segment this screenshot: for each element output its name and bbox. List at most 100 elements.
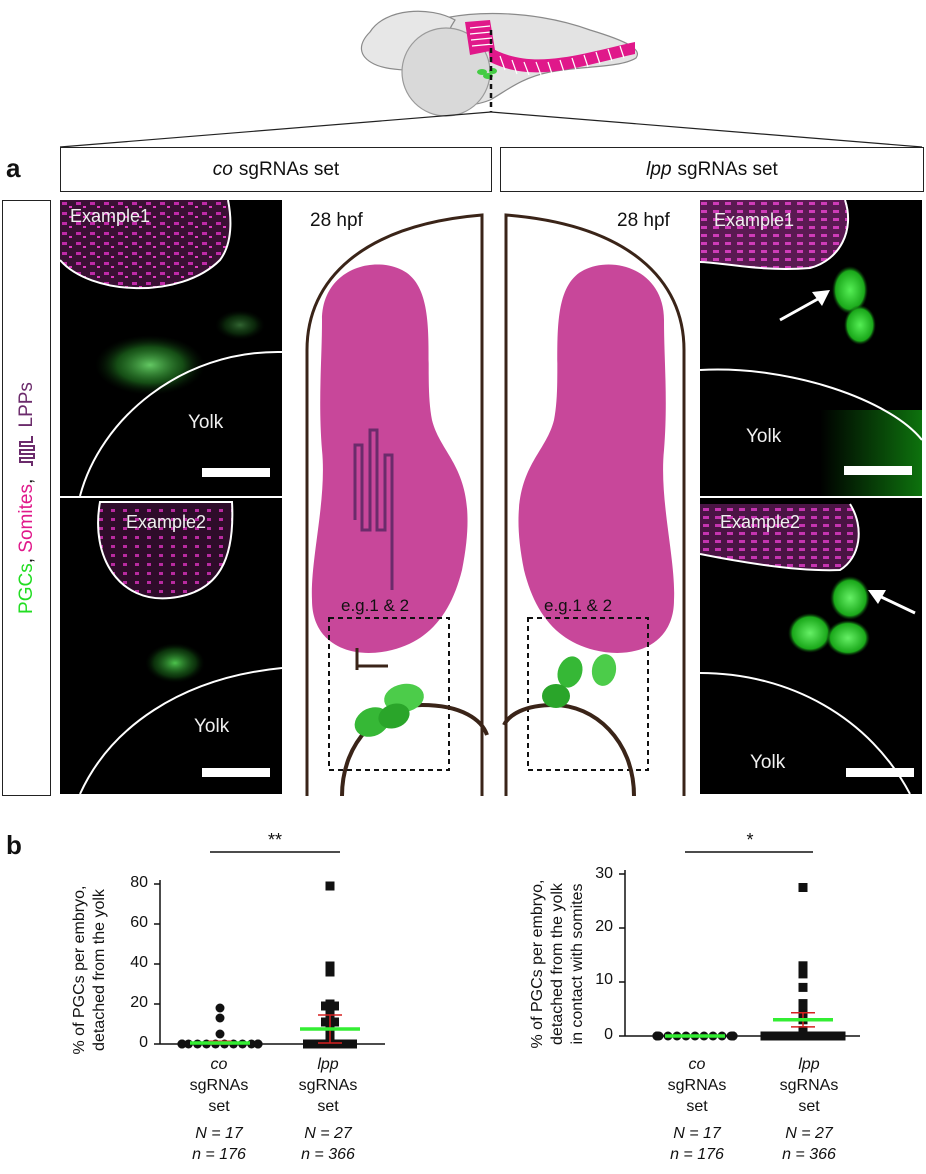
co-section-schematic xyxy=(305,213,489,796)
data-point xyxy=(785,1031,794,1041)
co-hpf-label: 28 hpf xyxy=(310,210,363,231)
scale-bar xyxy=(202,468,270,477)
data-point xyxy=(798,961,808,971)
co-set-header: co sgRNAs set xyxy=(60,147,492,192)
data-point xyxy=(325,1003,335,1013)
co-eg-label: e.g.1 & 2 xyxy=(341,596,410,615)
chart1-lpp-line2: sgRNAs xyxy=(298,1077,358,1094)
data-point xyxy=(348,1039,357,1049)
scale-bar xyxy=(844,466,912,475)
chart2-lpp-N: N = 27 xyxy=(785,1125,833,1142)
lpp-set-header: lpp sgRNAs set xyxy=(500,147,924,192)
lpp-example1-micrograph: Example1 Yolk xyxy=(700,200,922,496)
data-point xyxy=(812,1031,821,1041)
chart1-lpp-label: lpp sgRNAs set N = 27 n = 366 xyxy=(283,1054,373,1165)
chart2-co-line2: sgRNAs xyxy=(667,1077,727,1094)
data-point xyxy=(794,1031,803,1041)
lpp-example2-label: Example2 xyxy=(720,512,801,532)
data-point xyxy=(776,1031,785,1041)
chart1-lpp-N: N = 27 xyxy=(304,1125,352,1142)
lpp-example2-yolk-label: Yolk xyxy=(750,752,786,773)
arrow-icon xyxy=(779,290,830,322)
chart1-lpp-line3: set xyxy=(317,1098,339,1115)
lpp-eg-label: e.g.1 & 2 xyxy=(544,596,613,615)
lpp-squiggle-icon xyxy=(353,428,394,590)
chart1-co-label: co sgRNAs set N = 17 n = 176 xyxy=(174,1054,264,1165)
chart1-plot xyxy=(154,851,385,1049)
embryo-overview-illustration xyxy=(360,10,638,117)
data-point xyxy=(253,1039,263,1049)
legend-separator-2: , xyxy=(15,473,37,485)
data-point xyxy=(767,1031,776,1041)
chart1-significance: ** xyxy=(267,830,282,850)
lpp-set-italic: lpp xyxy=(646,158,672,180)
chart1-co-line1: co xyxy=(210,1056,228,1073)
chart2-lpp-label: lpp sgRNAs set N = 27 n = 366 xyxy=(764,1054,854,1165)
scale-bar xyxy=(846,768,914,777)
channel-legend-box: PGCs , Somites , LPPs xyxy=(2,200,51,796)
pgc-cells-icon xyxy=(542,654,617,708)
chart1-ylabel: % of PGCs per embryo, detached from the … xyxy=(70,840,110,1100)
chart2-lpp-line3: set xyxy=(798,1098,820,1115)
lpp-hpf-label: 28 hpf xyxy=(617,210,670,231)
chart2-lpp-line2: sgRNAs xyxy=(779,1077,839,1094)
chart1-ytick: 60 xyxy=(130,914,148,931)
data-point xyxy=(830,1031,839,1041)
arrow-icon xyxy=(868,590,916,615)
chart2-ylabel-line1: % of PGCs per embryo, xyxy=(529,879,546,1049)
data-point xyxy=(821,1031,830,1041)
scale-bar xyxy=(202,768,270,777)
chart1-lpp-line1: lpp xyxy=(317,1056,339,1073)
lpps-label: LPPs xyxy=(15,382,37,428)
data-point xyxy=(215,1029,225,1039)
chart2-lpp-n: n = 366 xyxy=(782,1146,836,1163)
co-set-italic: co xyxy=(212,158,233,180)
somite-shape xyxy=(518,264,675,653)
co-example2-yolk-label: Yolk xyxy=(194,716,230,737)
co-example1-micrograph: Example1 Yolk xyxy=(60,200,282,496)
data-point xyxy=(321,1039,330,1049)
chart2-ytick: 10 xyxy=(595,971,613,988)
chart2-ytick: 30 xyxy=(595,865,613,882)
chart2-significance: * xyxy=(746,830,754,850)
somite-shape xyxy=(311,264,468,653)
data-point xyxy=(798,1001,808,1011)
data-point xyxy=(325,967,335,977)
chart1-co-N: N = 17 xyxy=(195,1125,243,1142)
chart1-co-line3: set xyxy=(208,1098,230,1115)
co-set-suffix: sgRNAs set xyxy=(238,158,340,180)
chart1-lpp-n: n = 366 xyxy=(301,1146,355,1163)
chart2-ylabel-line2: detached from the yolk xyxy=(549,883,566,1045)
legend-separator-1: , xyxy=(15,552,37,564)
chart2-co-n: n = 176 xyxy=(670,1146,724,1163)
chart1-co-n: n = 176 xyxy=(192,1146,246,1163)
chart2-co-N: N = 17 xyxy=(673,1125,721,1142)
co-example1-label: Example1 xyxy=(70,206,151,226)
data-point xyxy=(177,1039,187,1049)
data-point xyxy=(330,1039,339,1049)
data-point xyxy=(654,1031,664,1041)
panel-a-label: a xyxy=(6,153,21,183)
panel-b-label: b xyxy=(6,830,22,860)
chart2-ytick: 20 xyxy=(595,918,613,935)
lpp-example1-yolk-label: Yolk xyxy=(746,426,782,447)
data-point xyxy=(339,1039,348,1049)
co-example2-label: Example2 xyxy=(126,512,207,532)
data-point xyxy=(798,1026,808,1036)
chart1-ylabel-line1: % of PGCs per embryo, xyxy=(71,885,88,1055)
projection-lines xyxy=(59,111,923,148)
lpp-set-suffix: sgRNAs set xyxy=(677,158,778,180)
data-point xyxy=(325,881,335,891)
data-point xyxy=(215,1003,225,1013)
data-point xyxy=(728,1031,738,1041)
pgcs-label: PGCs xyxy=(15,563,37,614)
data-point xyxy=(798,883,808,892)
chart1-ytick: 0 xyxy=(139,1034,148,1051)
somites-label: Somites xyxy=(15,484,37,553)
chart2-lpp-line1: lpp xyxy=(798,1056,820,1073)
chart1-ytick: 40 xyxy=(130,954,148,971)
data-point xyxy=(760,1031,770,1041)
chart2-plot xyxy=(619,851,860,1041)
data-point xyxy=(798,982,808,992)
co-example1-yolk-label: Yolk xyxy=(188,412,224,433)
